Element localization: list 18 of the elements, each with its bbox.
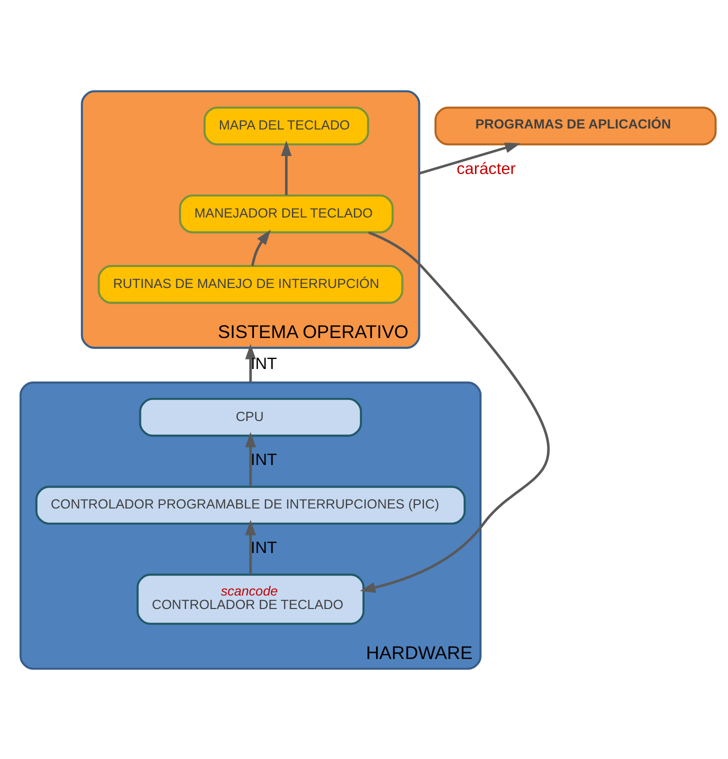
node-box: CONTROLADOR PROGRAMABLE DE INTERRUPCIONES (PIC) [35, 485, 466, 524]
node-box: PROGRAMAS DE APLICACIÓN [434, 106, 717, 145]
edge-label: INT [250, 450, 277, 469]
edge-label: carácter [456, 159, 516, 178]
node-box: MAPA DEL TECLADO [204, 106, 370, 145]
arrow [245, 343, 256, 382]
node-box: MANEJADOR DEL TECLADO [179, 194, 394, 233]
arrow [280, 140, 292, 195]
arrow [418, 142, 520, 174]
edge-label: INT [250, 538, 277, 557]
arrow [360, 230, 550, 592]
node-box: CPU [139, 397, 362, 436]
node-box: scancode CONTROLADOR DE TECLADO [136, 573, 365, 624]
node-box: RUTINAS DE MANEJO DE INTERRUPCIÓN [98, 264, 404, 304]
arrow [245, 431, 256, 486]
arrow [251, 229, 271, 266]
arrow [245, 519, 256, 574]
edge-label: INT [250, 354, 277, 373]
